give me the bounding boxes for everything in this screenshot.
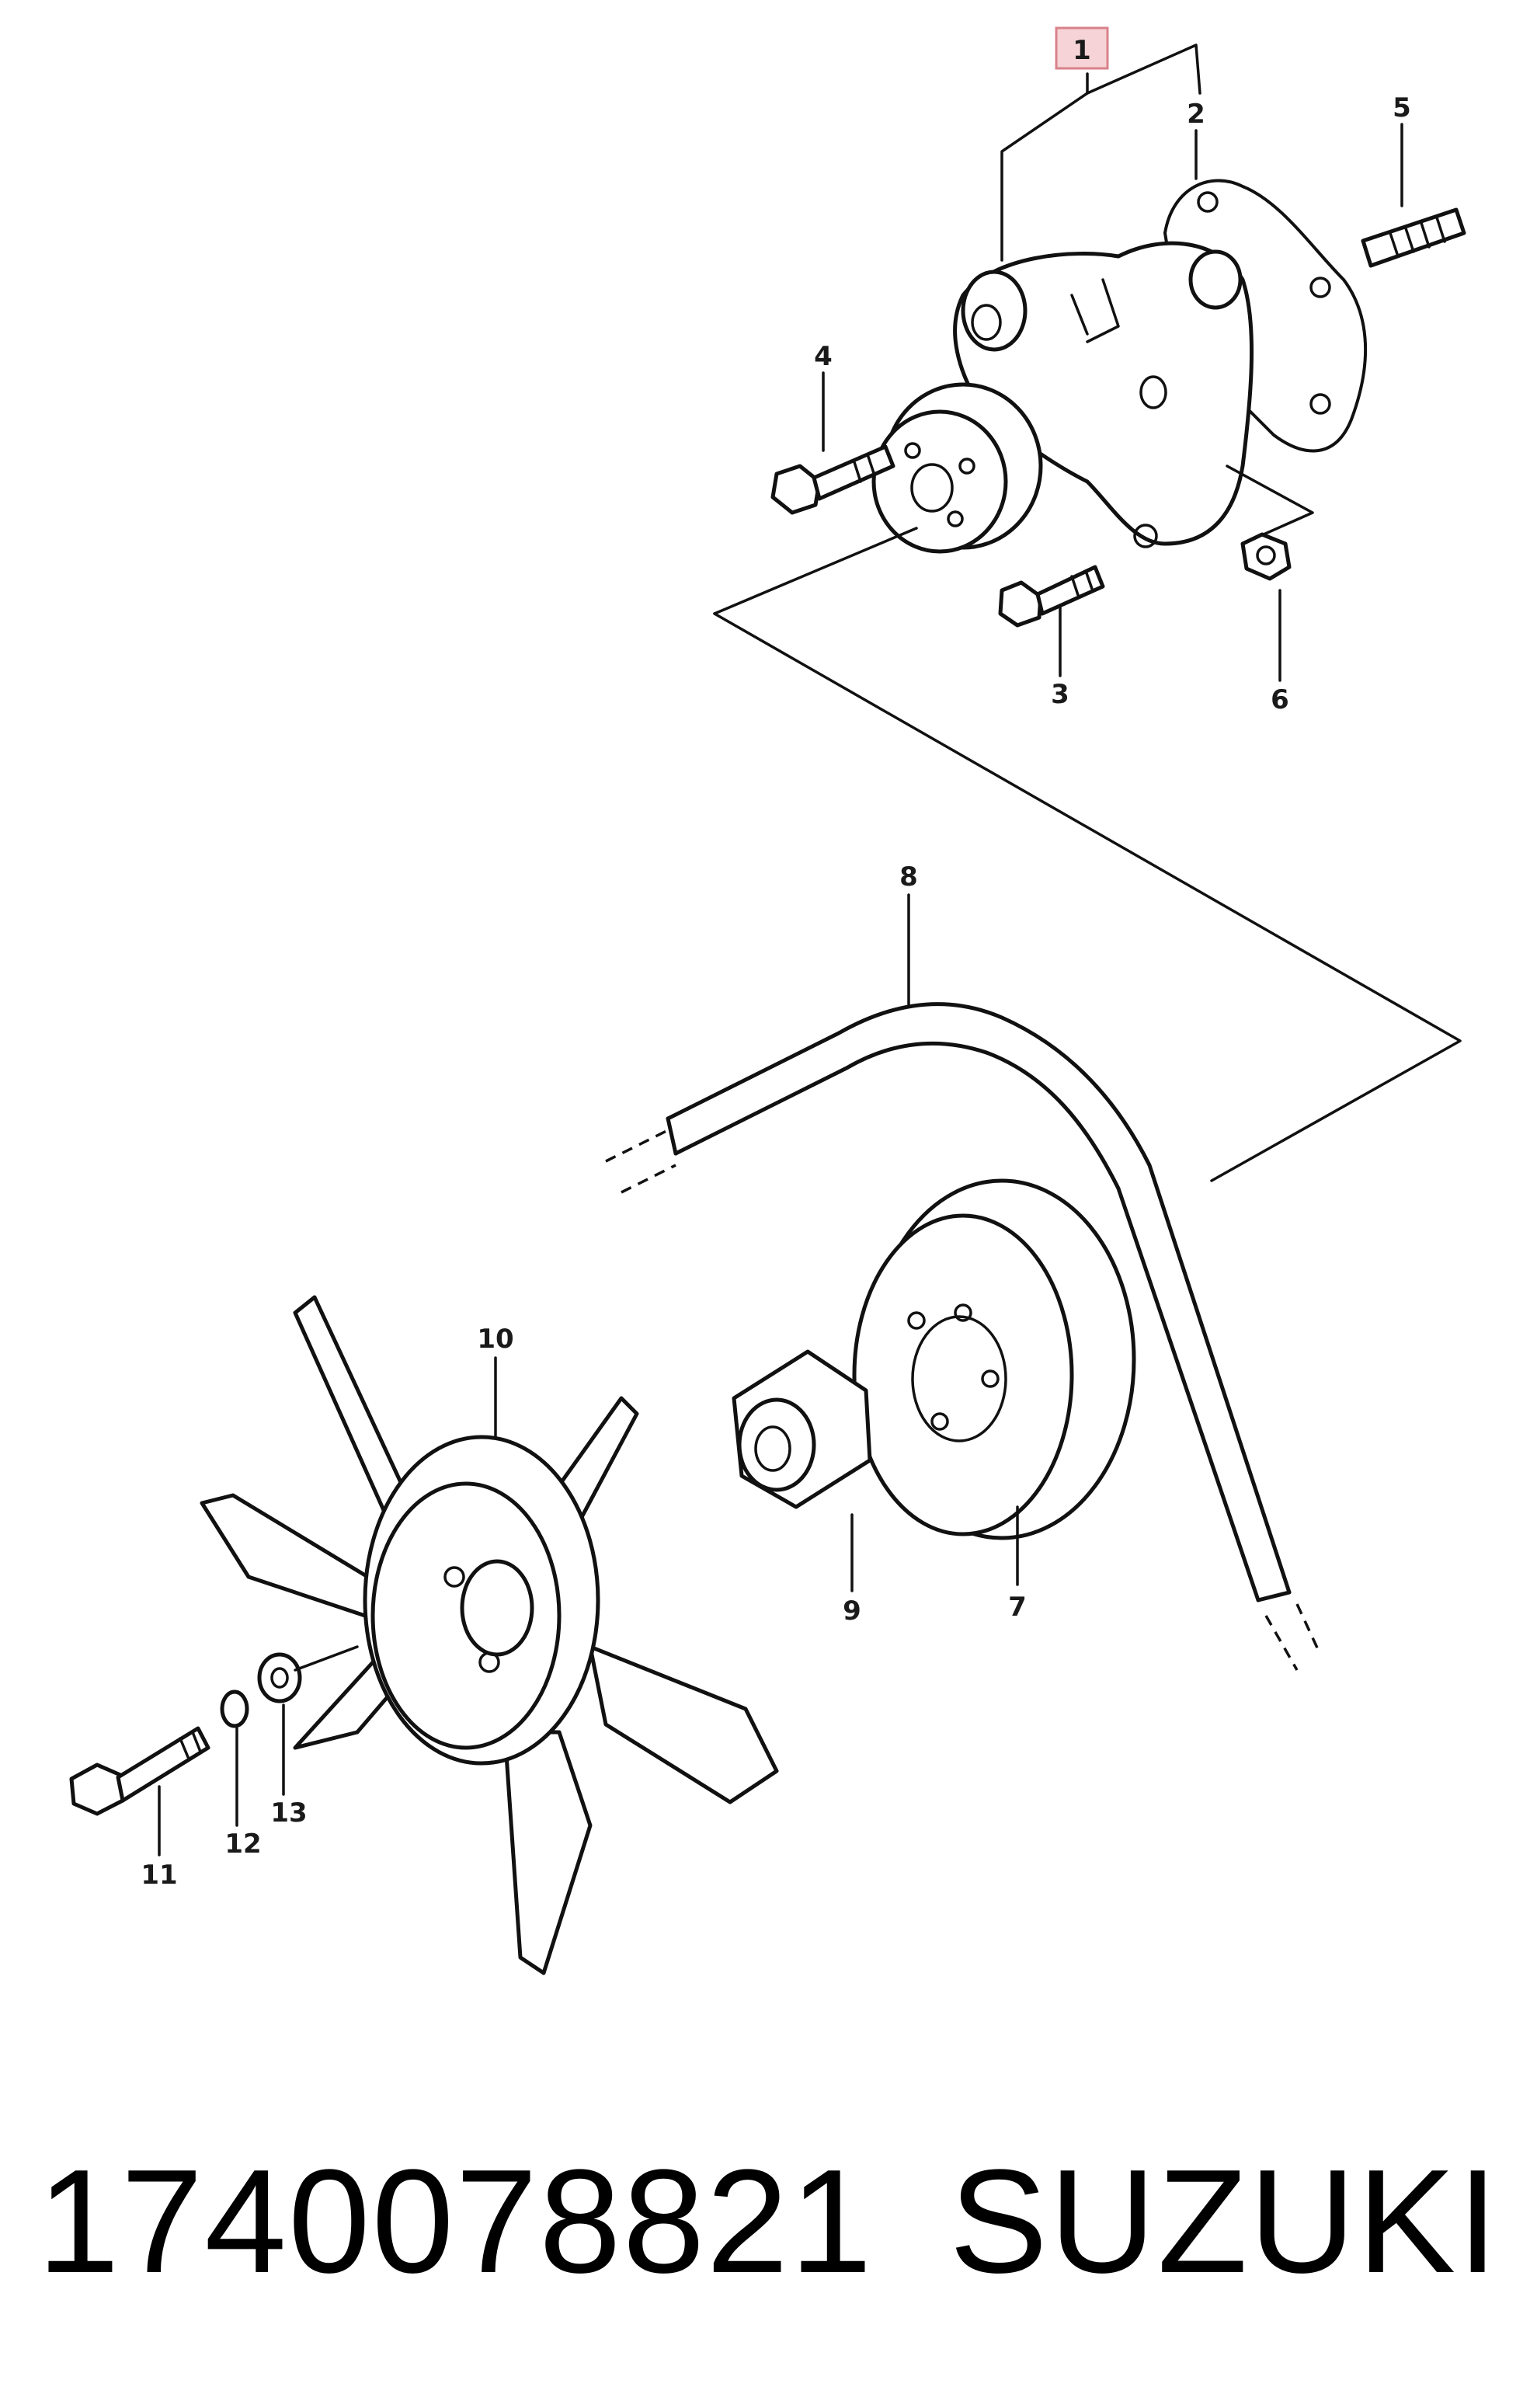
callout-1-highlight [1055,26,1109,70]
bolt-4[interactable] [770,444,895,515]
brand-name: SUZUKI [949,2139,1500,2304]
footer: 1740078821 SUZUKI [0,2144,1537,2299]
callout-7: 7 [1008,1592,1027,1623]
gasket-hole [1309,393,1331,415]
callout-13: 13 [270,1797,307,1829]
callout-5: 5 [1393,92,1411,124]
fan-spacer-9[interactable] [732,1349,872,1509]
callout-8: 8 [899,861,918,893]
leader-1 [1086,43,1201,95]
cooling-fan-10[interactable] [200,1295,779,1975]
callout-2: 2 [1187,99,1205,130]
callout-3: 3 [1051,679,1069,710]
washer-13[interactable] [257,1652,302,1703]
phantom-line [713,527,918,615]
phantom-line [294,1645,359,1672]
callout-9: 9 [843,1595,861,1627]
callout-1: 1 [1073,35,1091,66]
gasket-hole [1197,191,1219,213]
washer-12[interactable] [220,1689,249,1728]
drive-belt-8[interactable] [605,1002,1322,1671]
water-pump-body[interactable] [953,241,1254,548]
gasket-hole [1309,277,1331,298]
callout-10: 10 [477,1324,513,1355]
callout-6: 6 [1271,684,1289,715]
callout-1-group[interactable]: 1 [1055,26,1109,70]
bolt-11[interactable] [69,1726,210,1816]
callout-11: 11 [141,1860,177,1891]
callout-4: 4 [814,341,833,372]
phantom-line [1226,465,1314,545]
bolt-3[interactable] [998,565,1105,628]
leader-1-bracket [1000,92,1089,262]
callout-12: 12 [224,1829,261,1860]
phantom-line [713,612,1462,1182]
crankshaft-pulley-7[interactable] [852,1178,1136,1540]
stud-5[interactable] [1361,207,1466,268]
parts-diagram: 1 2 5 4 3 6 [69,26,1466,1975]
part-number: 1740078821 [37,2139,874,2304]
pump-pulley-hub[interactable] [871,382,1043,554]
